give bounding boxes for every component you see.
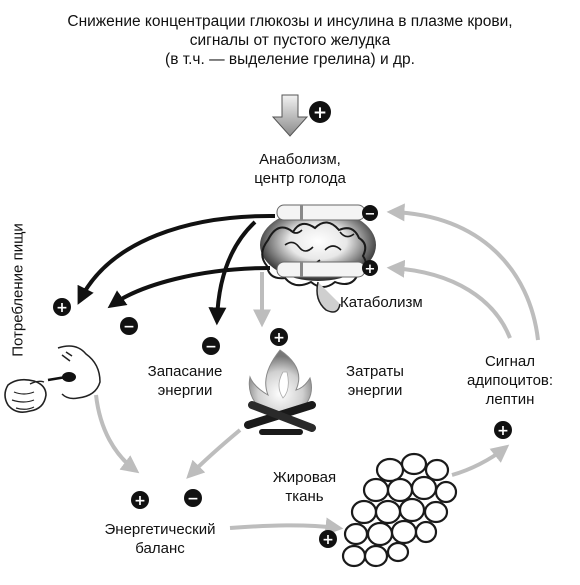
- fat-line-1: Жировая: [272, 469, 337, 486]
- expenditure-line-2: энергии: [347, 382, 403, 399]
- energy-storage-label: Запасание энергии: [135, 362, 235, 400]
- svg-text:+: +: [134, 493, 146, 509]
- badge-brain-minus: −: [362, 205, 378, 222]
- badge-fat-plus: +: [319, 530, 337, 548]
- person-eating-image: [4, 345, 101, 413]
- campfire-image: [244, 349, 316, 435]
- fat-tissue-label: Жировая ткань: [262, 468, 347, 506]
- badge-person-minus: −: [120, 317, 138, 335]
- anabolism-line-2: центр голода: [254, 170, 346, 187]
- food-intake-label: Потребление пищи: [9, 223, 27, 357]
- energy-balance-label: Энергетический баланс: [85, 520, 235, 558]
- svg-text:−: −: [187, 491, 199, 507]
- svg-text:−: −: [123, 319, 135, 335]
- catabolism-label: Катаболизм: [340, 294, 423, 311]
- balance-to-fat-arrow: [229, 517, 344, 536]
- svg-text:+: +: [313, 103, 327, 123]
- input-down-arrow: [271, 94, 309, 137]
- signal-to-brain-bottom-arrow: [386, 259, 512, 339]
- badge-intake-plus: +: [53, 298, 71, 316]
- svg-text:+: +: [365, 262, 376, 277]
- badge-storage-minus: −: [202, 337, 220, 355]
- brain-to-storage-arrow: [208, 220, 257, 326]
- brain-to-person-arrow: [107, 266, 271, 309]
- brain-image: [260, 204, 376, 313]
- energy-expenditure-label: Затраты энергии: [330, 362, 420, 400]
- anabolism-line-1: Анаболизм,: [259, 151, 341, 168]
- balance-line-1: Энергетический: [104, 521, 216, 538]
- badge-balance-minus: −: [184, 489, 202, 507]
- badge-signal-plus: +: [494, 421, 512, 439]
- badge-expenditure-plus: +: [270, 328, 288, 346]
- anabolism-label: Анаболизм, центр голода: [220, 150, 380, 188]
- title-line-3: (в т.ч. — выделение грелина) и др.: [165, 51, 415, 68]
- svg-text:−: −: [365, 207, 376, 222]
- signal-line-3: лептин: [485, 391, 535, 408]
- person-to-balance-arrow: [94, 394, 140, 474]
- expenditure-line-1: Затраты: [346, 363, 404, 380]
- storage-line-2: энергии: [157, 382, 213, 399]
- adipocyte-signal-label: Сигнал адипоцитов: лептин: [450, 352, 570, 409]
- title-line-2: сигналы от пустого желудка: [189, 32, 391, 49]
- fire-to-balance-arrow: [186, 428, 242, 479]
- badge-balance-plus: +: [131, 491, 149, 509]
- diagram-title: Снижение концентрации глюкозы и инсулина…: [0, 12, 580, 69]
- fat-to-signal-arrow: [451, 444, 510, 477]
- signal-line-2: адипоцитов:: [466, 372, 554, 389]
- storage-line-1: Запасание: [147, 363, 223, 380]
- svg-text:+: +: [322, 532, 334, 548]
- svg-text:−: −: [205, 339, 217, 355]
- svg-text:+: +: [497, 423, 509, 439]
- signal-to-brain-top-arrow: [386, 203, 540, 341]
- badge-input-plus: +: [309, 101, 331, 123]
- balance-line-2: баланс: [135, 540, 185, 557]
- badge-brain-plus: +: [362, 260, 378, 277]
- brain-to-intake-arrow: [77, 213, 276, 305]
- svg-text:+: +: [56, 300, 68, 316]
- fat-line-2: ткань: [285, 488, 324, 505]
- svg-text:+: +: [273, 330, 285, 346]
- signal-line-1: Сигнал: [484, 353, 536, 370]
- fat-tissue-image: [341, 452, 458, 568]
- title-line-1: Снижение концентрации глюкозы и инсулина…: [67, 13, 513, 30]
